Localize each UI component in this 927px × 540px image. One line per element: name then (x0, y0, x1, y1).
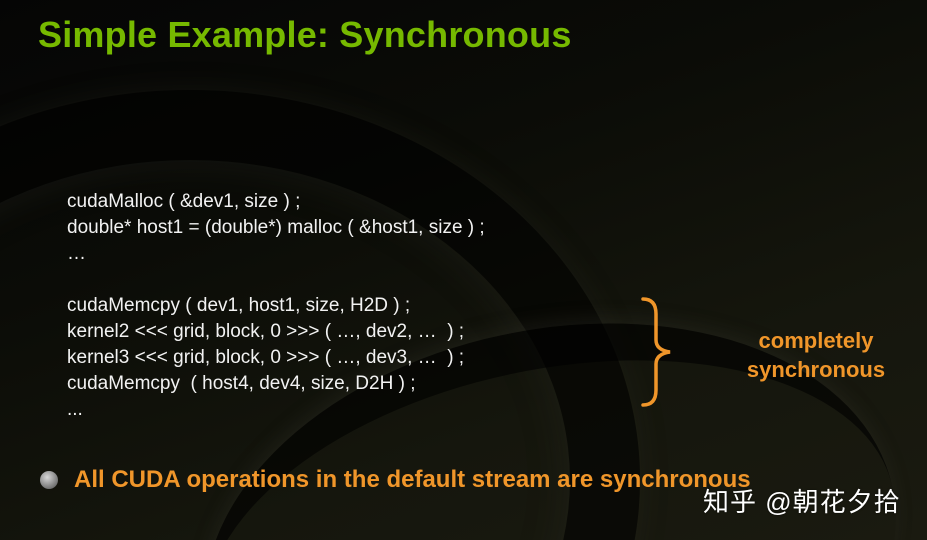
bullet-dot-icon (40, 471, 58, 489)
bullet-text: All CUDA operations in the default strea… (74, 466, 751, 493)
code-line: cudaMalloc ( &dev1, size ) ; (67, 191, 301, 212)
curly-brace-icon (641, 297, 671, 407)
code-line: double* host1 = (double*) malloc ( &host… (67, 217, 485, 238)
code-line: kernel2 <<< grid, block, 0 >>> ( …, dev2… (67, 321, 465, 342)
watermark: 知乎 @朝花夕拾 (703, 487, 901, 517)
code-line: cudaMemcpy ( dev1, host1, size, H2D ) ; (67, 295, 411, 316)
bullet-item: All CUDA operations in the default strea… (40, 466, 751, 494)
code-blank-line (67, 267, 485, 293)
synchronous-annotation: completely synchronous (730, 326, 902, 384)
code-line: ... (67, 399, 83, 420)
code-line: … (67, 243, 86, 264)
slide-title: Simple Example: Synchronous (38, 14, 572, 55)
annotation-line: completely (758, 328, 874, 353)
code-line: kernel3 <<< grid, block, 0 >>> ( …, dev3… (67, 347, 465, 368)
annotation-line: synchronous (746, 357, 886, 382)
code-block: cudaMalloc ( &dev1, size ) ; double* hos… (67, 189, 485, 423)
code-line: cudaMemcpy ( host4, dev4, size, D2H ) ; (67, 373, 416, 394)
